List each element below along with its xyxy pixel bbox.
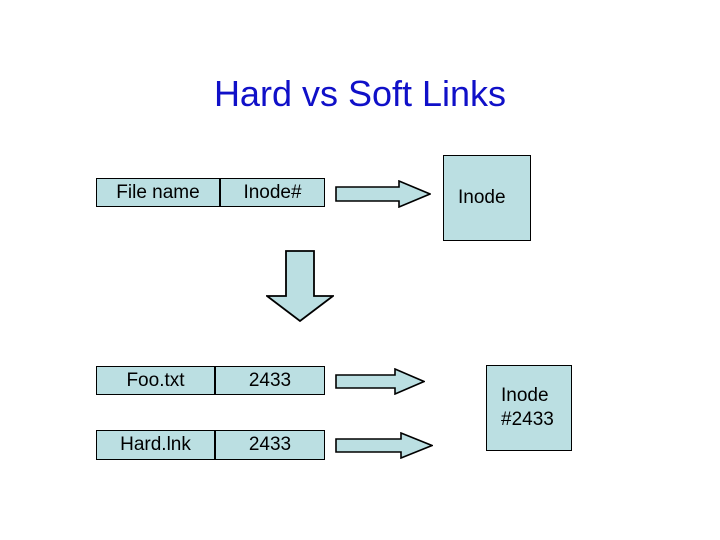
table-row: 2433 [215,430,325,460]
down-arrow-icon [266,250,334,322]
table-row: Foo.txt [96,366,215,395]
inode-box-2433-number: #2433 [501,409,554,430]
table-row: Hard.lnk [96,430,215,460]
inode-box-2433: Inode #2433 [486,365,572,451]
right-arrow-icon [335,432,433,459]
inode-box-generic: Inode [443,155,531,241]
table-header-inode-number: Inode# [220,178,325,207]
inode-box-generic-label: Inode [458,187,506,209]
table-row: 2433 [215,366,325,395]
right-arrow-icon [335,368,425,395]
right-arrow-icon [335,180,431,208]
page-title: Hard vs Soft Links [213,73,507,114]
inode-box-2433-label: Inode [501,385,549,407]
table-header-file-name: File name [96,178,220,207]
